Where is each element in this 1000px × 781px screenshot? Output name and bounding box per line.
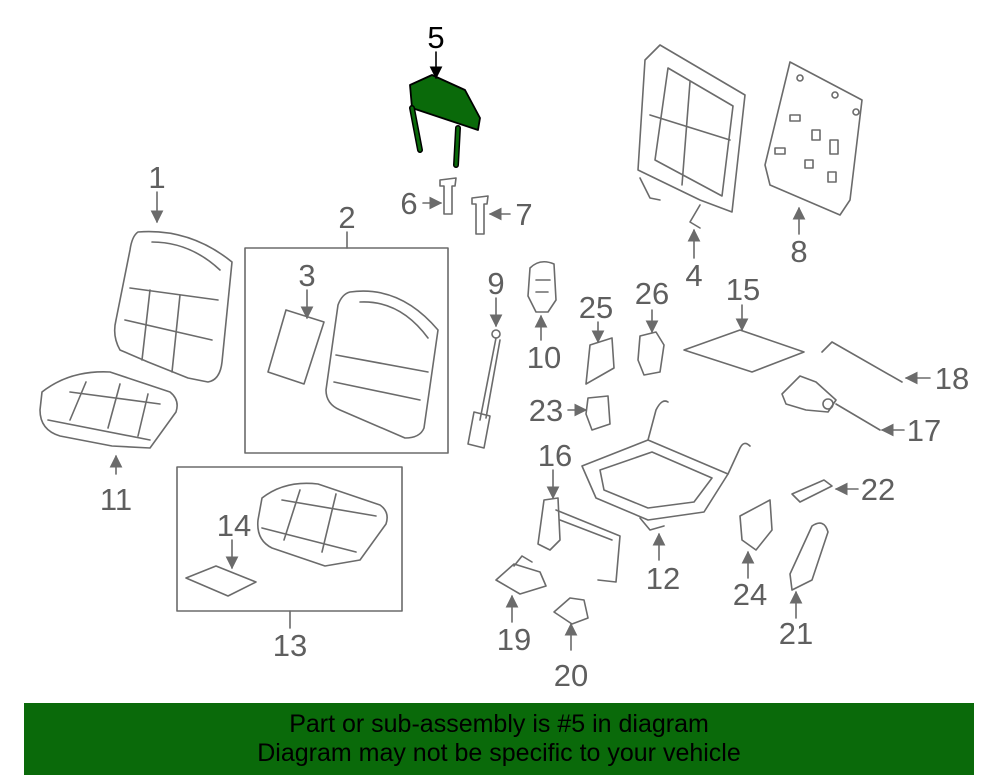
part-3-pad[interactable] [267,309,325,385]
info-banner: Part or sub-assembly is #5 in diagram Di… [24,703,974,775]
part-13-cushion-assembly[interactable] [256,482,388,567]
part-23-trim[interactable] [585,395,611,431]
part-6-guide[interactable] [439,177,457,215]
label-15: 15 [726,272,760,307]
part-15-plate[interactable] [683,329,805,373]
part-4-seat-back-frame[interactable] [637,44,746,229]
group-2-box [244,247,449,454]
label-16: 16 [538,438,572,473]
label-22: 22 [861,472,895,507]
part-20-block[interactable] [553,597,589,625]
part-25-trim[interactable] [585,337,615,385]
info-line-1: Part or sub-assembly is #5 in diagram [289,710,709,738]
part-19-bracket[interactable] [495,555,547,595]
label-23: 23 [529,393,563,428]
part-21-trim[interactable] [789,522,829,591]
label-4: 4 [685,258,702,293]
label-12: 12 [646,561,680,596]
label-21: 21 [779,616,813,651]
part-2-seat-back-assembly[interactable] [325,290,439,439]
part-1-seat-back[interactable] [113,230,233,383]
label-3: 3 [298,258,315,293]
part-10-cover[interactable] [527,260,557,313]
label-9: 9 [487,266,504,301]
part-8-back-panel[interactable] [764,61,863,216]
part-7-guide[interactable] [471,195,489,235]
part-18-rod[interactable] [821,341,903,383]
label-26: 26 [635,276,669,311]
label-5: 5 [427,20,444,55]
part-9-cable[interactable] [467,329,501,449]
part-24-trim[interactable] [739,499,773,551]
info-line-2: Diagram may not be specific to your vehi… [257,739,741,767]
label-2: 2 [338,200,355,235]
part-17-mechanism[interactable] [781,375,881,431]
label-17: 17 [907,413,941,448]
part-12-seat-frame[interactable] [581,400,751,531]
label-14: 14 [217,508,251,543]
part-14-pad[interactable] [185,565,257,597]
part-5-headrest[interactable] [409,74,481,168]
label-24: 24 [733,577,767,612]
label-25: 25 [579,290,613,325]
label-10: 10 [527,340,561,375]
label-1: 1 [148,160,165,195]
label-19: 19 [497,622,531,657]
label-20: 20 [554,658,588,693]
label-7: 7 [515,197,532,232]
label-13: 13 [273,628,307,663]
part-11-seat-cushion[interactable] [39,371,178,449]
label-11: 11 [100,482,132,517]
part-22-cap[interactable] [791,479,833,503]
label-18: 18 [935,361,969,396]
part-26-trim[interactable] [637,331,665,376]
part-16-rail[interactable] [537,497,621,583]
label-8: 8 [790,234,807,269]
label-6: 6 [400,186,417,221]
